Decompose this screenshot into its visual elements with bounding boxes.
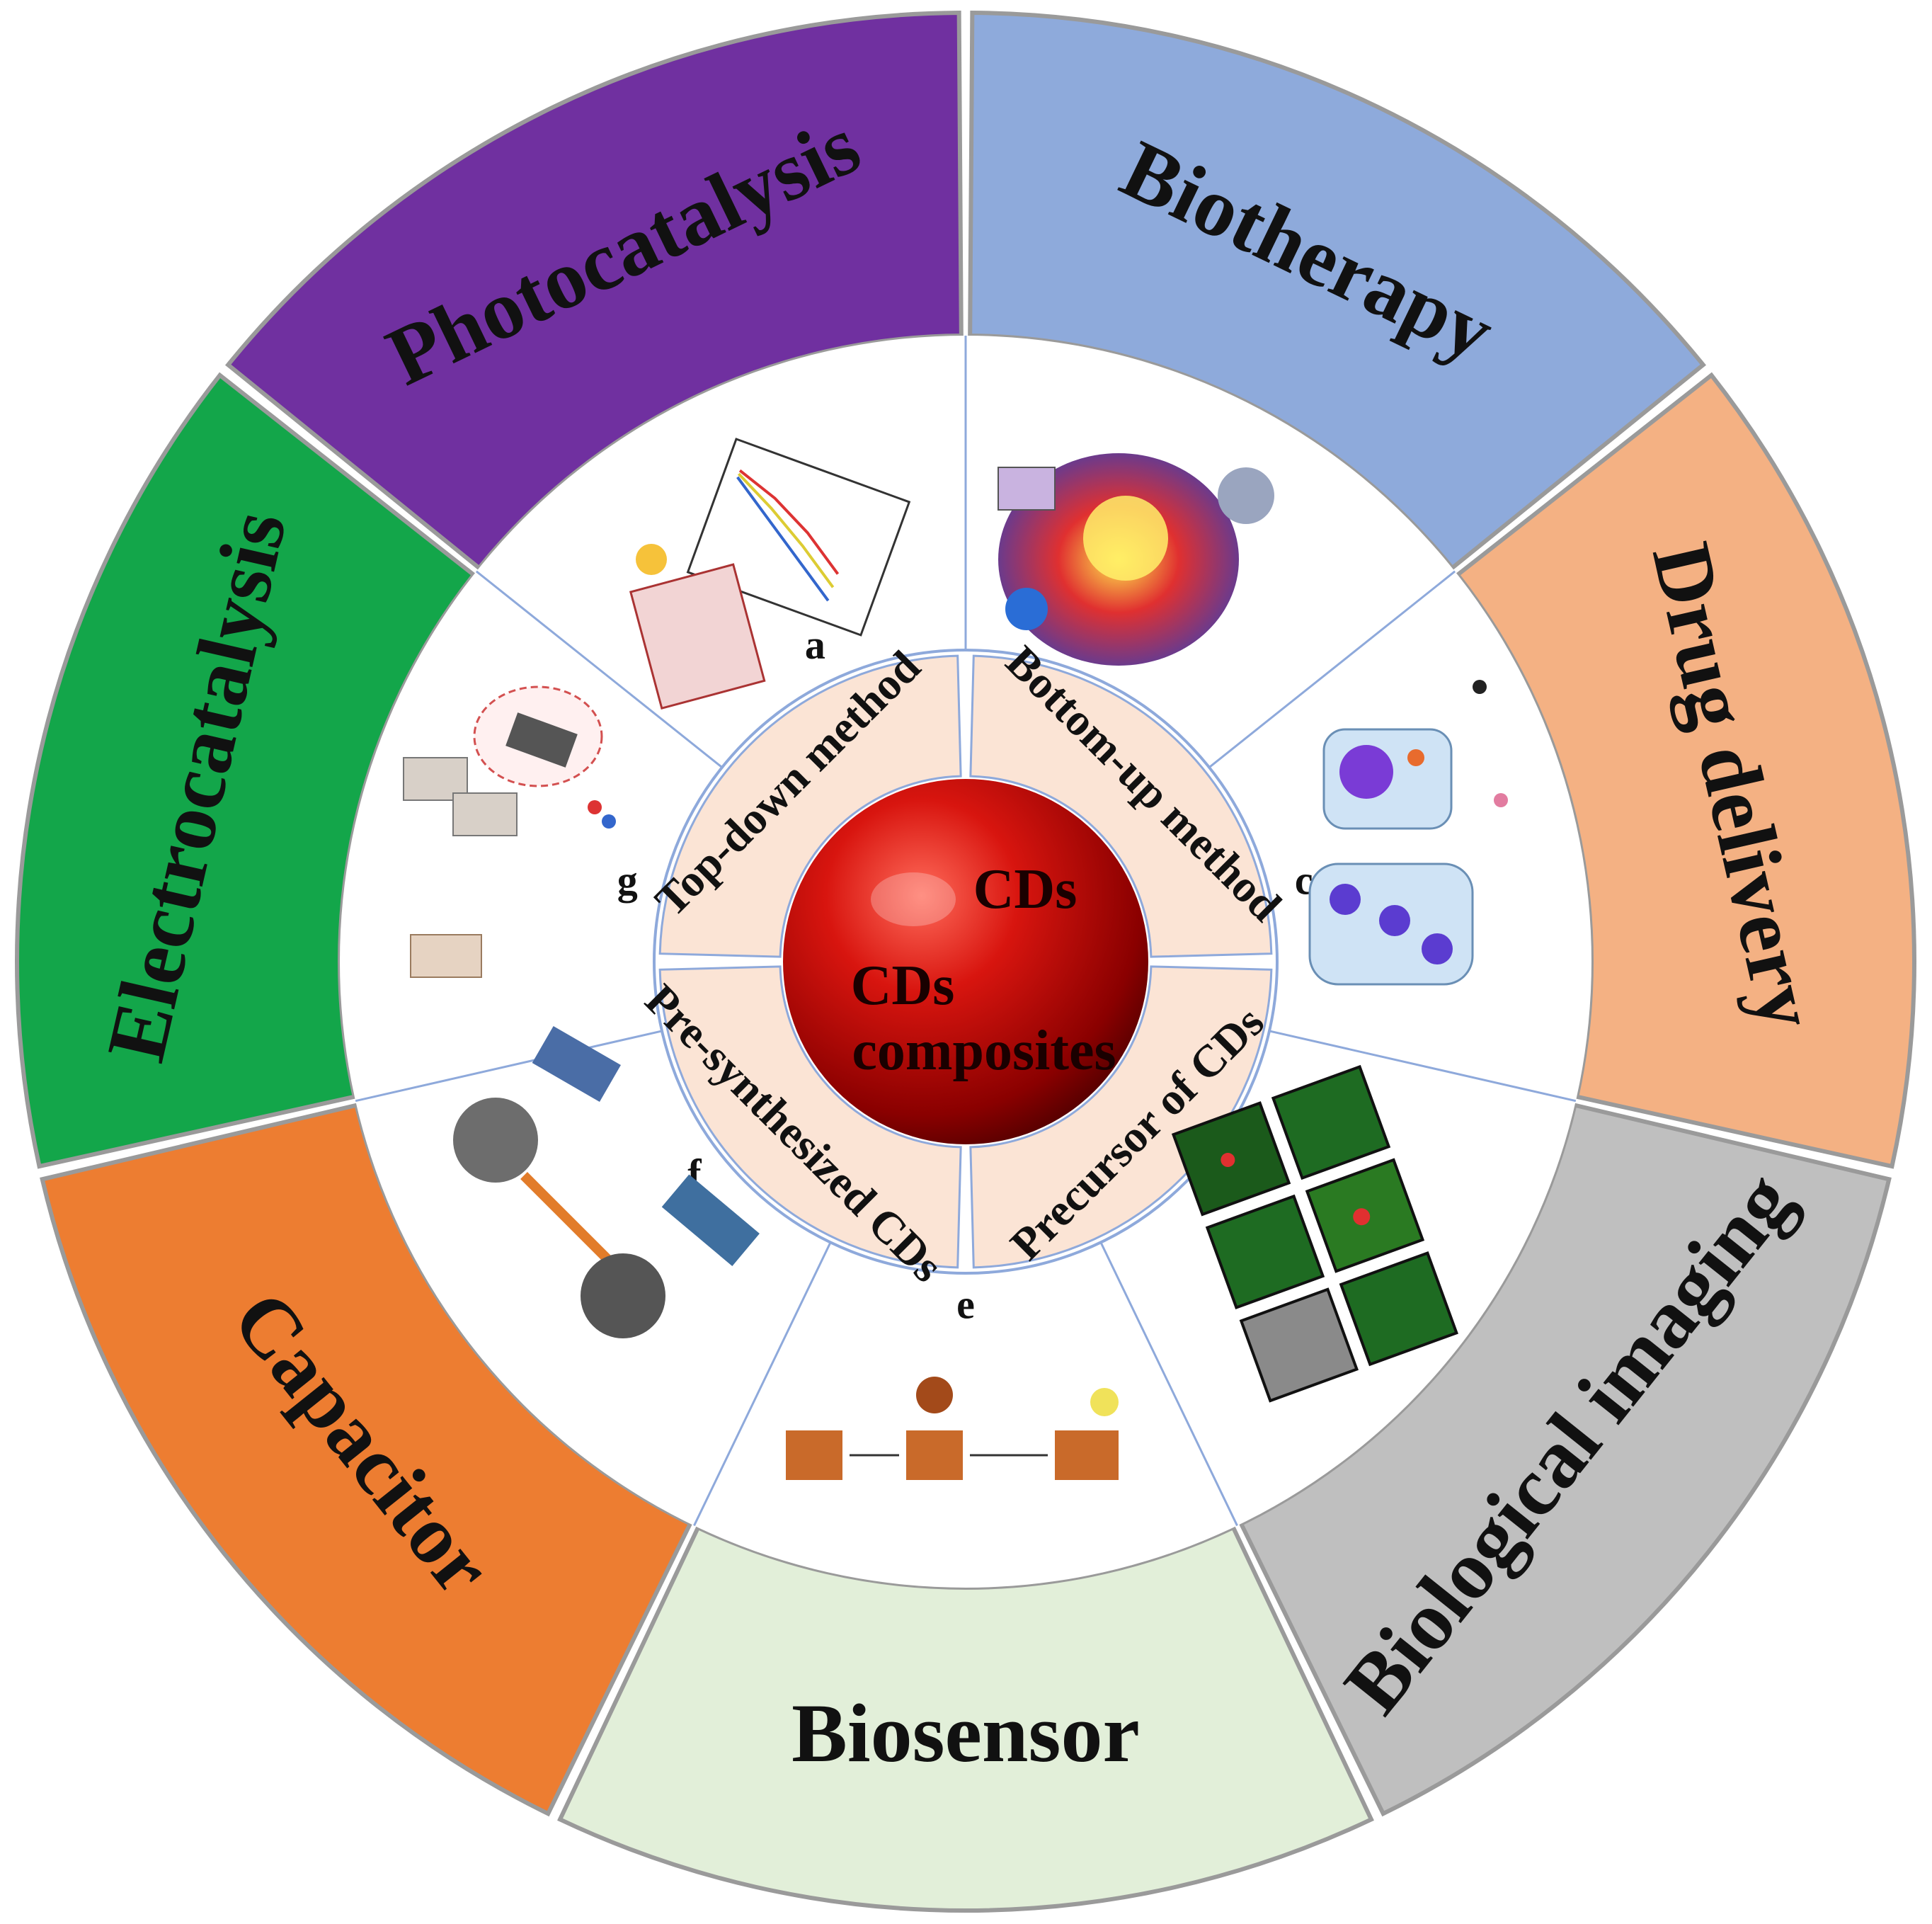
electrocatalysis-scheme-icon — [403, 685, 616, 978]
drug-delivery-cells-icon — [1308, 680, 1508, 986]
core-label-cds-composites-1: CDs — [851, 955, 955, 1017]
panel-divider — [1099, 1241, 1238, 1527]
panel-dividers — [355, 336, 1577, 1527]
panel-divider — [355, 1030, 663, 1103]
panel-letter-a: a — [805, 622, 825, 668]
ring-label-biosensor: Biosensor — [791, 1687, 1140, 1780]
cell-therapy-icon — [998, 453, 1274, 666]
panel-letter-e: e — [956, 1281, 975, 1327]
panel-divider — [475, 570, 723, 768]
panel-divider — [693, 1241, 832, 1527]
ring-segment-electrocatalysis: Electrocatalysis — [15, 372, 477, 1169]
core-label-cds-composites-2: composites — [852, 1020, 1116, 1082]
fluorescence-imaging-icon — [1171, 1064, 1458, 1403]
panel-divider — [1208, 570, 1456, 768]
core-label-cds: CDs — [973, 858, 1078, 921]
capacitor-composite-icon — [453, 1026, 760, 1338]
cds-sphere: CDs CDs composites — [783, 779, 1148, 1144]
photocatalysis-plot-icon — [629, 438, 911, 710]
biosensor-scheme-icon — [786, 1377, 1119, 1480]
panel-letter-g: g — [617, 857, 638, 903]
ring-segment-biotherapy: Biotherapy — [968, 11, 1707, 571]
ring-segment-drug-delivery: Drug delivery — [1454, 372, 1916, 1169]
panel-divider — [1269, 1030, 1577, 1103]
